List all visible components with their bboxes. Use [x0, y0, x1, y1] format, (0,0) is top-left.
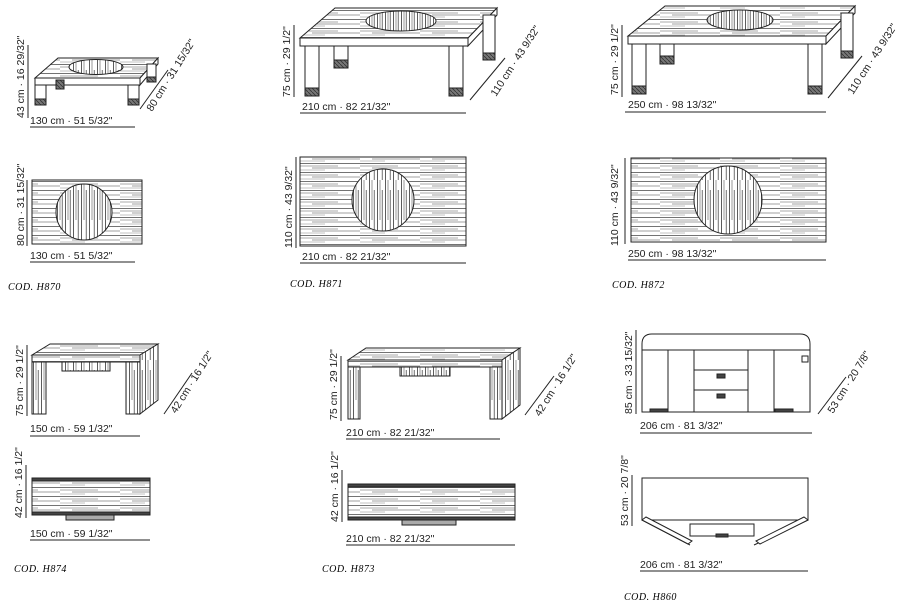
h873-product-code: COD. H873 [322, 564, 375, 575]
h871-product-code: COD. H871 [290, 279, 343, 290]
h871-plan-width-label: 210 cm · 82 21/32" [302, 251, 391, 263]
h872-plan-depth-label: 110 cm · 43 9/32" [609, 164, 621, 246]
h871-top-width-label: 210 cm · 82 21/32" [302, 101, 391, 113]
h860-plan-width-label: 206 cm · 81 3/32" [640, 559, 723, 571]
h873-top-height-label: 75 cm · 29 1/2" [328, 349, 340, 420]
h872-plan-drawing [630, 157, 827, 243]
h870-perspective-drawing [33, 56, 160, 106]
h870-plan-width-label: 130 cm · 51 5/32" [30, 250, 113, 262]
h860-front-drawing [641, 333, 811, 413]
h872-top-width-label: 250 cm · 98 13/32" [628, 99, 717, 111]
h870-top-width-label: 130 cm · 51 5/32" [30, 115, 113, 127]
product-h874 [25, 343, 193, 541]
h874-plan-width-label: 150 cm · 59 1/32" [30, 528, 113, 540]
h871-perspective-drawing [298, 6, 499, 97]
h873-plan-drawing [347, 483, 516, 526]
h874-top-depth-label: 42 cm · 16 1/2" [168, 349, 216, 416]
product-h870 [26, 45, 169, 263]
h860-plan-depth-label: 53 cm · 20 7/8" [619, 455, 631, 526]
product-h872 [621, 4, 863, 261]
h872-top-height-label: 75 cm · 29 1/2" [609, 24, 621, 95]
h860-product-code: COD. H860 [624, 592, 677, 603]
h872-product-code: COD. H872 [612, 280, 665, 291]
product-h860 [631, 330, 847, 572]
product-h871 [293, 6, 506, 264]
h870-product-code: COD. H870 [8, 282, 61, 293]
h860-front-height-label: 85 cm · 33 15/32" [623, 331, 635, 414]
h872-plan-width-label: 250 cm · 98 13/32" [628, 248, 717, 260]
product-h873 [340, 347, 555, 546]
h874-top-height-label: 75 cm · 29 1/2" [14, 345, 26, 416]
h870-plan-depth-label: 80 cm · 31 15/32" [15, 163, 27, 246]
h874-perspective-drawing [30, 343, 160, 416]
h873-plan-width-label: 210 cm · 82 21/32" [346, 533, 435, 545]
h874-product-code: COD. H874 [14, 564, 67, 575]
h871-plan-depth-label: 110 cm · 43 9/32" [283, 166, 295, 248]
h874-top-width-label: 150 cm · 59 1/32" [30, 423, 113, 435]
h860-plan-drawing [641, 477, 809, 546]
h871-top-height-label: 75 cm · 29 1/2" [281, 26, 293, 97]
h874-plan-depth-label: 42 cm · 16 1/2" [13, 447, 25, 518]
h872-top-depth-label: 110 cm · 43 9/32" [845, 21, 900, 96]
h873-top-width-label: 210 cm · 82 21/32" [346, 427, 435, 439]
h872-perspective-drawing [626, 4, 857, 95]
h870-top-height-label: 43 cm · 16 29/32" [15, 35, 27, 118]
h873-plan-depth-label: 42 cm · 16 1/2" [329, 451, 341, 522]
h873-top-depth-label: 42 cm · 16 1/2" [532, 352, 580, 419]
h860-front-depth-label: 53 cm · 20 7/8" [825, 349, 873, 416]
h870-plan-drawing [31, 179, 143, 245]
h860-front-width-label: 206 cm · 81 3/32" [640, 420, 723, 432]
h873-perspective-drawing [346, 347, 522, 421]
h874-plan-drawing [31, 477, 151, 521]
h871-top-depth-label: 110 cm · 43 9/32" [488, 23, 543, 98]
h871-plan-drawing [299, 156, 467, 247]
